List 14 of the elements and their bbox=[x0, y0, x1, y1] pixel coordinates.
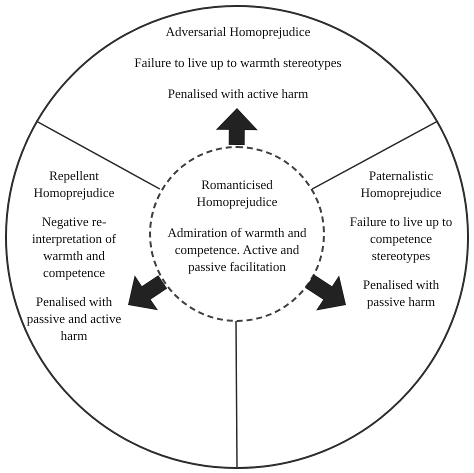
heading: Romanticised Homoprejudice bbox=[196, 176, 278, 210]
block-arrow bbox=[216, 108, 258, 146]
description: Penalised with passive and active harm bbox=[26, 293, 122, 344]
heading: Repellent Homoprejudice bbox=[32, 167, 116, 201]
block-arrow bbox=[128, 275, 168, 310]
description: Failure to live up to warmth stereotypes bbox=[134, 54, 342, 71]
heading: Adversarial Homoprejudice bbox=[166, 23, 310, 40]
description: Penalised with passive harm bbox=[362, 276, 440, 310]
description: Penalised with active harm bbox=[168, 85, 308, 102]
description: Admiration of warmth and competence. Active and passive facilitation bbox=[166, 224, 308, 275]
description: Failure to live up to competence stereotypes bbox=[348, 213, 454, 264]
heading: Paternalistic Homoprejudice bbox=[360, 167, 442, 201]
description: Negative re-interpretation of warmth and competence bbox=[30, 213, 118, 281]
block-arrow bbox=[305, 274, 346, 310]
